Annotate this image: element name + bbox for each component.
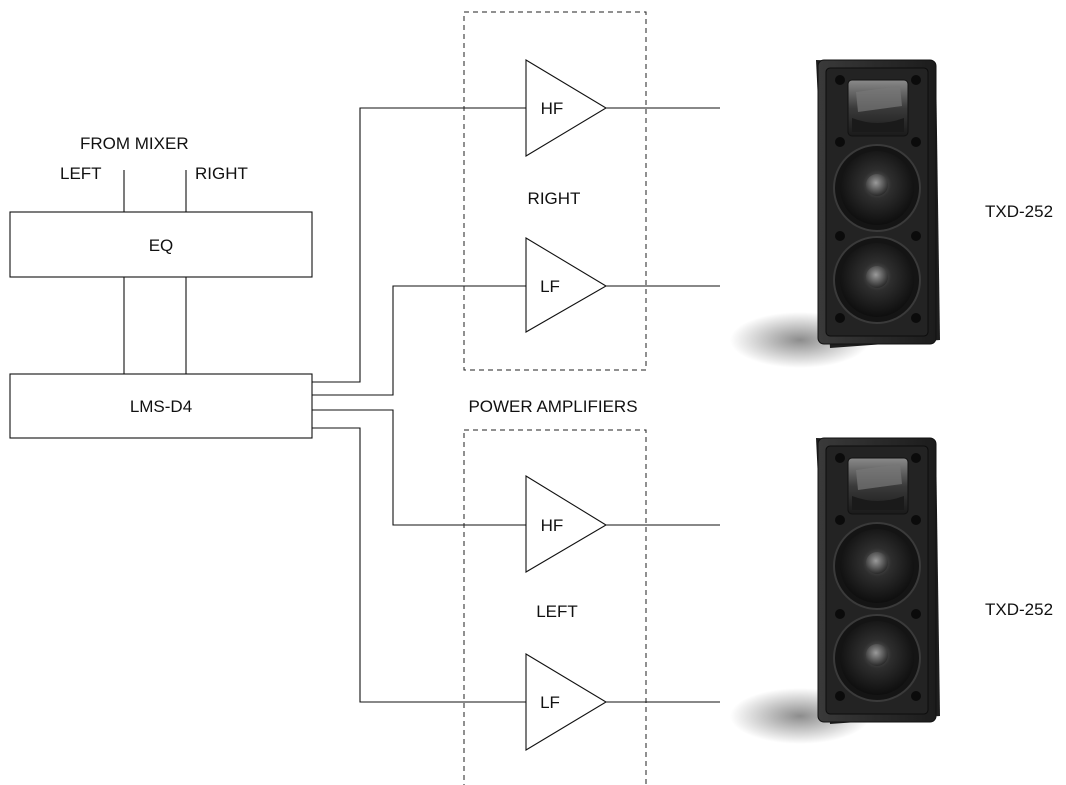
amp-rack-left: LEFT HF LF — [463, 429, 647, 785]
amp-right-lf: LF — [525, 237, 608, 333]
speaker-cabinet-image — [730, 437, 940, 744]
eq-box — [9, 211, 313, 278]
amp-right-hf-label: HF — [541, 99, 564, 118]
left-input-label: LEFT — [60, 164, 102, 183]
amp-left-lf: LF — [525, 653, 608, 751]
power-amplifiers: POWER AMPLIFIERS RIGHT HF LF LEFT HF — [463, 11, 647, 785]
mixer-input-group: FROM MIXER LEFT RIGHT — [60, 134, 248, 212]
amp-left-hf-triangle — [525, 475, 608, 573]
amp-right-hf-triangle — [525, 59, 608, 157]
right-input-label: RIGHT — [195, 164, 248, 183]
amp-left-hf: HF — [525, 475, 608, 573]
amp-rack-left-outline — [463, 429, 647, 785]
amp-left-lf-label: LF — [540, 693, 560, 712]
amp-rack-left-label: LEFT — [536, 602, 578, 621]
amp-right-lf-triangle — [525, 237, 608, 333]
eq-block: EQ — [9, 211, 313, 278]
processor-output-wiring — [312, 107, 526, 703]
processor-block: LMS-D4 — [9, 373, 313, 439]
speaker-left: TXD-252 — [730, 437, 1053, 744]
speaker-cabinet-image — [730, 59, 940, 368]
wire-left-lf — [312, 427, 526, 703]
power-amplifiers-label: POWER AMPLIFIERS — [468, 397, 637, 416]
wire-right-hf — [312, 107, 526, 383]
amp-output-wiring — [606, 107, 720, 703]
processor-box — [9, 373, 313, 439]
amp-rack-right: RIGHT HF LF — [463, 11, 647, 371]
wire-left-hf — [312, 409, 526, 526]
from-mixer-label: FROM MIXER — [80, 134, 189, 153]
amp-rack-right-label: RIGHT — [528, 189, 581, 208]
speaker-right: TXD-252 — [730, 59, 1053, 368]
speaker-right-model: TXD-252 — [985, 202, 1053, 221]
amp-rack-right-outline — [463, 11, 647, 371]
processor-label: LMS-D4 — [130, 397, 192, 416]
amp-right-lf-label: LF — [540, 277, 560, 296]
eq-label: EQ — [149, 236, 174, 255]
amp-left-hf-label: HF — [541, 516, 564, 535]
wire-right-lf — [312, 285, 526, 396]
amp-right-hf: HF — [525, 59, 608, 157]
speaker-left-model: TXD-252 — [985, 600, 1053, 619]
amp-left-lf-triangle — [525, 653, 608, 751]
